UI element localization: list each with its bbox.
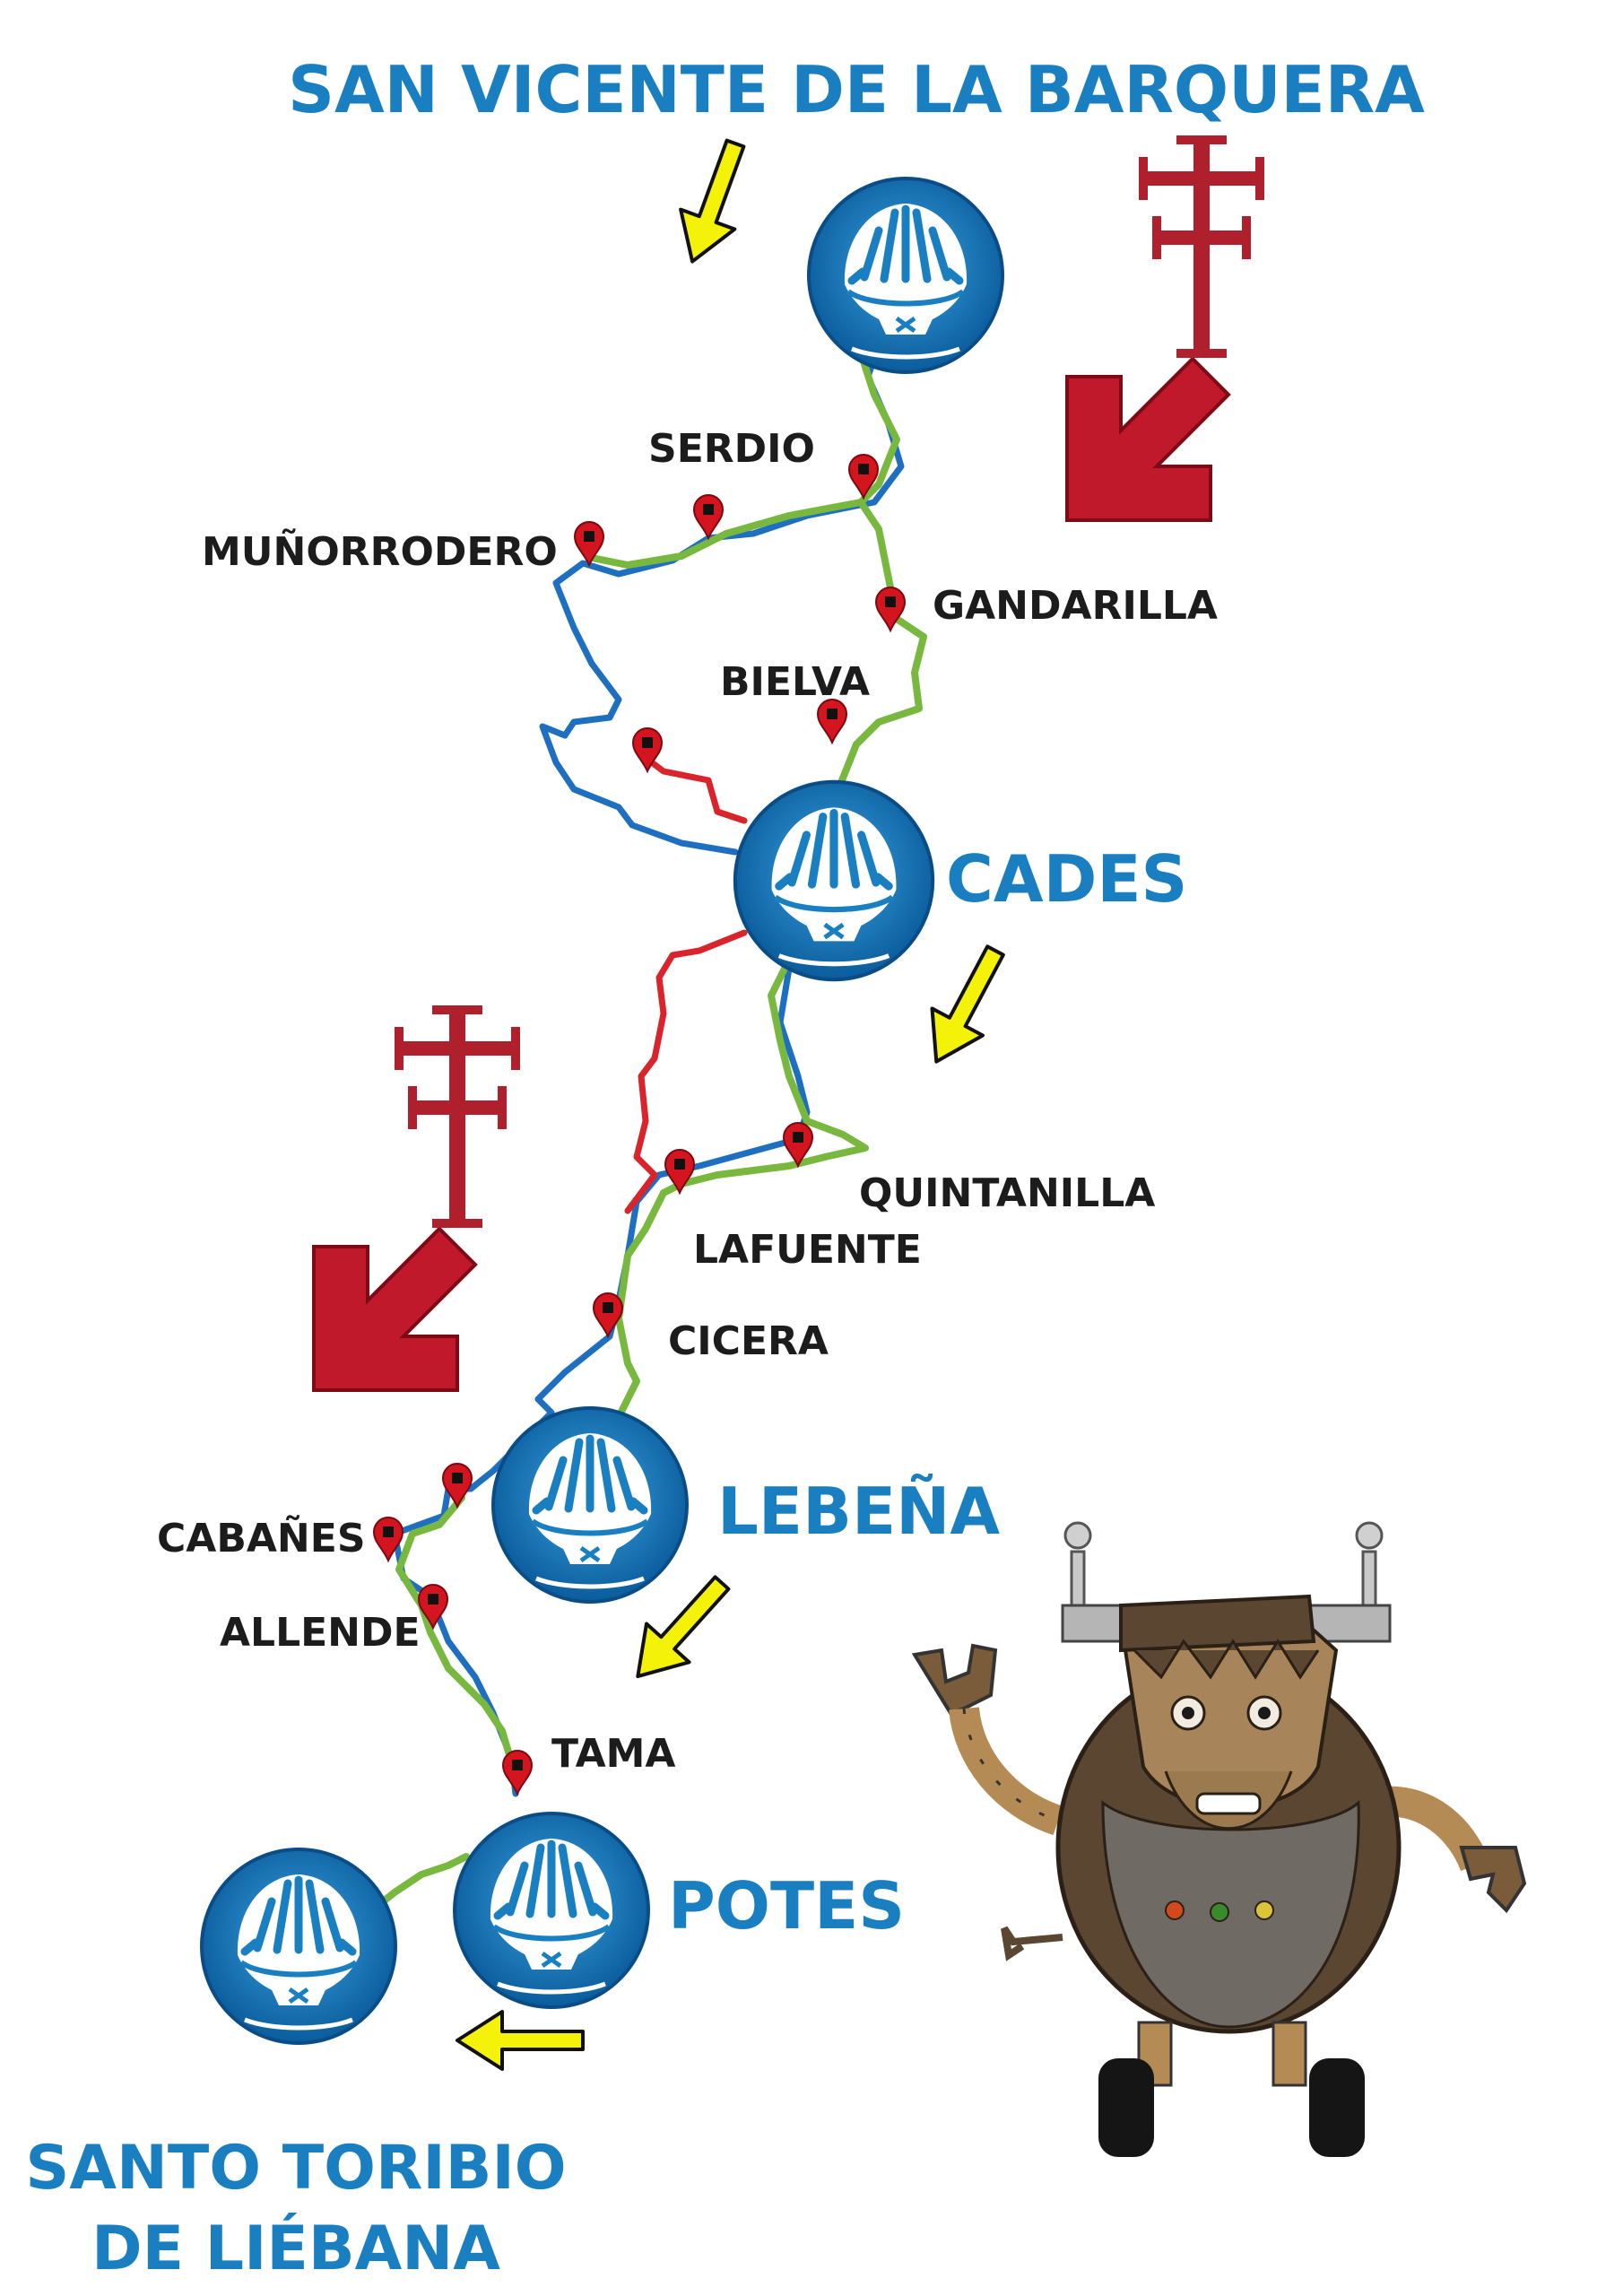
- map-pin-icon: [693, 494, 724, 539]
- stage-label-start: SAN VICENTE DE LA BARQUERA: [288, 52, 1425, 127]
- stage-label-end-line1: SANTO TORIBIO: [25, 2133, 566, 2204]
- scallop-shell-icon: [493, 1408, 687, 1602]
- lebaniego-cross-icon: [1139, 135, 1264, 358]
- stage-label-end-line2: DE LIÉBANA: [91, 2213, 500, 2284]
- route-variant-red: [624, 754, 748, 1214]
- town-label-lafuente: LAFUENTE: [693, 1227, 922, 1273]
- town-label-bielva: BIELVA: [720, 659, 870, 705]
- big-direction-arrow-icon: [312, 1227, 477, 1392]
- town-label-gandarilla: GANDARILLA: [933, 583, 1218, 629]
- scallop-shell-icon: [202, 1849, 395, 2043]
- town-label-tama: TAMA: [551, 1731, 676, 1777]
- direction-arrow-icon: [664, 132, 765, 274]
- route-variant-blue: [391, 328, 905, 1797]
- stage-label-cades: CADES: [946, 841, 1187, 917]
- town-label-quintanilla: QUINTANILLA: [859, 1170, 1155, 1216]
- town-label-serdio: SERDIO: [648, 426, 815, 472]
- town-label-munorrodero: MUÑORRODERO: [202, 527, 558, 575]
- map-pin-icon: [502, 1750, 533, 1795]
- stage-label-lebena: LEBEÑA: [717, 1474, 1000, 1549]
- town-label-allende: ALLENDE: [220, 1610, 421, 1656]
- bison-robot-mascot: [911, 1521, 1527, 2157]
- town-label-cabanes: CABAÑES: [157, 1514, 366, 1561]
- scallop-shell-icon: [455, 1813, 648, 2007]
- direction-arrow-icon: [911, 937, 1020, 1075]
- map-pin-icon: [817, 699, 847, 744]
- scallop-shell-icon: [809, 178, 1002, 372]
- town-label-cicera: CICERA: [668, 1318, 829, 1364]
- lebaniego-cross-icon: [395, 1005, 520, 1228]
- direction-arrow-icon: [456, 2010, 585, 2071]
- big-direction-arrow-icon: [1065, 357, 1230, 522]
- stage-label-potes: POTES: [668, 1868, 905, 1944]
- scallop-shell-icon: [735, 782, 933, 979]
